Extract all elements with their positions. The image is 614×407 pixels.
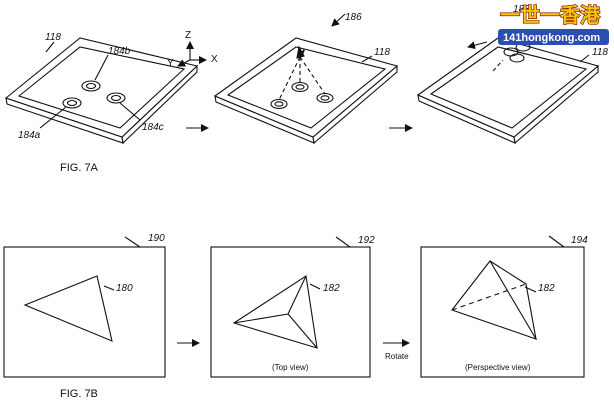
frame-label-194: 194 (571, 235, 588, 246)
axis-x-label: X (211, 54, 218, 65)
device-panel-3 (416, 37, 600, 145)
frame-190 (3, 246, 166, 378)
element-label-184a: 184a (18, 130, 41, 141)
shape-180 (23, 275, 113, 342)
caption-fig-7a: FIG. 7A (60, 162, 99, 174)
device-panel-1 (4, 37, 199, 145)
fig-7a (4, 13, 600, 145)
shape-182-top (232, 275, 318, 349)
fig-7a-text: 118 184b 184a 184c Z Y X 118 186 118 188… (18, 4, 608, 174)
panel-label-3: 118 (592, 47, 608, 58)
watermark-url-text: 141hongkong.com (503, 32, 600, 44)
device-panel-2 (213, 13, 399, 145)
caption-top-view: (Top view) (272, 363, 309, 372)
watermark-logo: 一世一香港 141hongkong.com (498, 2, 609, 45)
element-label-184b: 184b (108, 46, 131, 57)
watermark-chinese-text: 一世一香港 (500, 3, 601, 27)
frame-label-190: 190 (148, 233, 165, 244)
shape-label-182-perspective: 182 (538, 283, 555, 294)
motion-label-186: 186 (345, 12, 362, 23)
caption-perspective-view: (Perspective view) (465, 363, 531, 372)
shape-label-180: 180 (116, 283, 133, 294)
motion-label-188: 188 (513, 4, 530, 15)
frame-192 (210, 246, 371, 378)
caption-fig-7b: FIG. 7B (60, 388, 98, 400)
frame-194 (420, 246, 585, 378)
shape-label-182-top: 182 (323, 283, 340, 294)
shape-182-perspective (451, 260, 538, 341)
axis-z-label: Z (185, 30, 191, 41)
axis-y-label: Y (167, 58, 174, 69)
element-label-184c: 184c (142, 122, 164, 133)
axis-indicator (177, 41, 207, 67)
fig-7b-text: 190 180 192 182 (Top view) Rotate 194 18… (60, 233, 588, 400)
fig-7b (3, 235, 585, 378)
panel-label-1: 118 (45, 32, 61, 43)
frame-label-192: 192 (358, 235, 375, 246)
panel-label-2: 118 (374, 47, 390, 58)
rotate-label: Rotate (385, 352, 409, 361)
